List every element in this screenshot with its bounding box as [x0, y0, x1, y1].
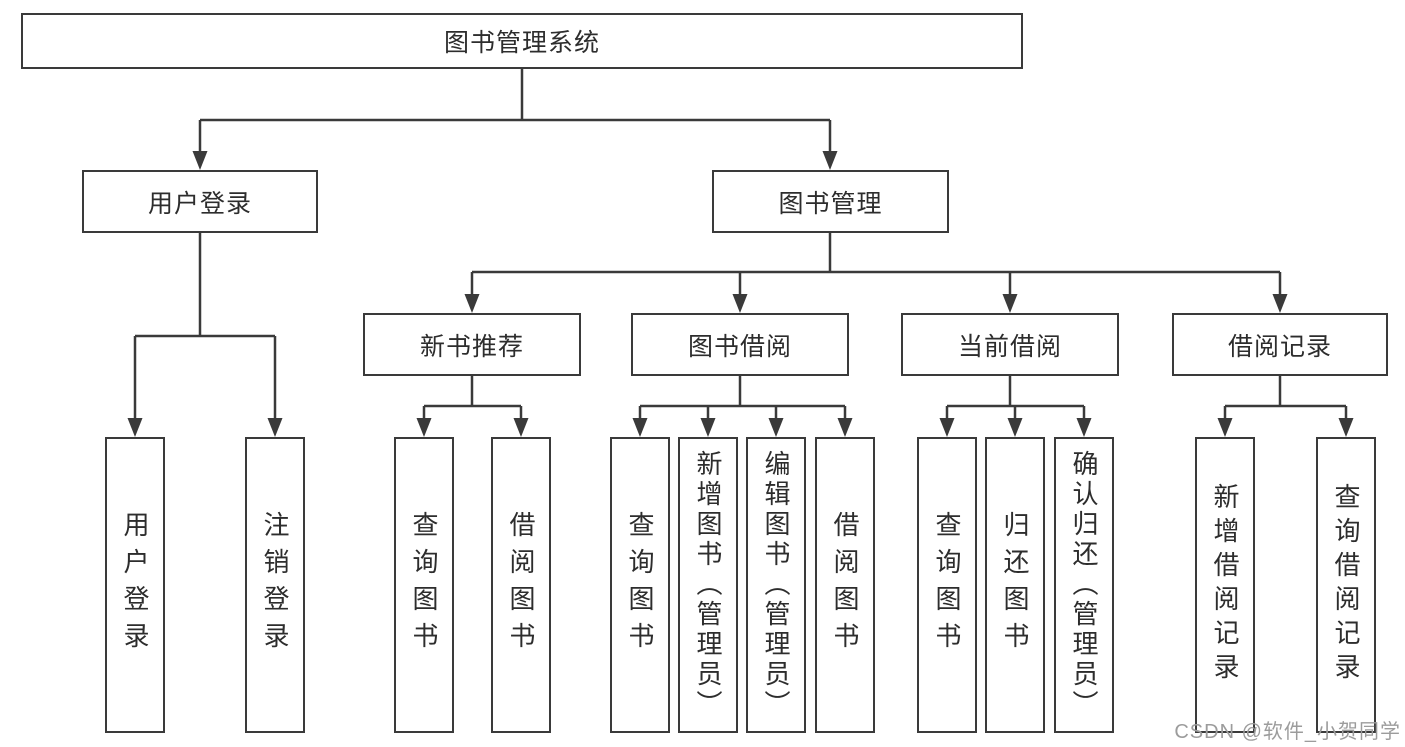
node-label: 借阅图书 — [830, 511, 860, 659]
node-new-book-recommend: 新书推荐 — [363, 313, 581, 376]
leaf-add-borrow-record: 新增借阅记录 — [1195, 437, 1255, 733]
node-label: 用户登录 — [147, 189, 252, 218]
node-book-borrowing: 图书借阅 — [631, 313, 849, 376]
leaf-borrow-books: 借阅图书 — [815, 437, 875, 733]
node-label: 查询借阅记录 — [1331, 483, 1361, 687]
node-label: 查询图书 — [409, 511, 439, 659]
leaf-confirm-return-admin: 确认归还（管理员） — [1054, 437, 1114, 733]
node-current-borrowing: 当前借阅 — [901, 313, 1119, 376]
leaf-query-books-recommend: 查询图书 — [394, 437, 454, 733]
node-label: 用户登录 — [120, 511, 150, 659]
node-label: 查询图书 — [625, 511, 655, 659]
node-label: 图书借阅 — [687, 332, 792, 361]
node-label: 新书推荐 — [419, 332, 524, 361]
node-label: 图书管理 — [778, 189, 883, 218]
leaf-user-login: 用户登录 — [105, 437, 165, 733]
leaf-query-books-current: 查询图书 — [917, 437, 977, 733]
node-book-management: 图书管理 — [712, 170, 949, 233]
node-label: 查询图书 — [932, 511, 962, 659]
node-label: 编辑图书（管理员） — [761, 450, 791, 720]
node-user-login: 用户登录 — [82, 170, 318, 233]
csdn-watermark: CSDN @软件_小贺同学 — [1174, 721, 1401, 743]
node-label: 借阅图书 — [506, 511, 536, 659]
node-label: 借阅记录 — [1227, 332, 1332, 361]
node-label: 归还图书 — [1000, 511, 1030, 659]
node-label: 新增图书（管理员） — [693, 450, 723, 720]
leaf-add-books-admin: 新增图书（管理员） — [678, 437, 738, 733]
leaf-borrow-books-recommend: 借阅图书 — [491, 437, 551, 733]
node-label: 注销登录 — [260, 511, 290, 659]
leaf-return-books: 归还图书 — [985, 437, 1045, 733]
arrowheads — [127, 151, 1354, 437]
node-label: 新增借阅记录 — [1210, 483, 1240, 687]
leaf-logout: 注销登录 — [245, 437, 305, 733]
node-label: 当前借阅 — [957, 332, 1062, 361]
node-label: 确认归还（管理员） — [1069, 450, 1099, 720]
leaf-query-borrow-record: 查询借阅记录 — [1316, 437, 1376, 733]
node-label: 图书管理系统 — [443, 29, 600, 57]
leaf-query-books-borrowing: 查询图书 — [610, 437, 670, 733]
node-borrow-records: 借阅记录 — [1172, 313, 1388, 376]
leaf-edit-books-admin: 编辑图书（管理员） — [746, 437, 806, 733]
node-library-management-system: 图书管理系统 — [21, 13, 1023, 69]
